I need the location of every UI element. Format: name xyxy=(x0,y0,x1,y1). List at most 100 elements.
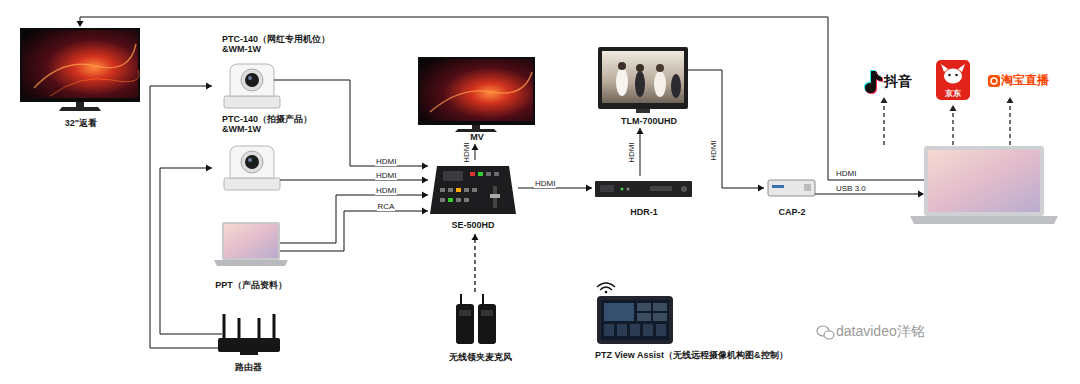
wireless-mic-part xyxy=(460,294,462,305)
device-label: PTC-140（网红专用机位） &WM-1W xyxy=(222,34,338,55)
laptop-stream-part xyxy=(928,150,1040,212)
tablet-ptz-view-assist-part xyxy=(643,324,653,336)
connector-line xyxy=(297,211,428,251)
laptop-ppt-part xyxy=(224,224,278,258)
monitor-32-part xyxy=(76,102,84,107)
platform-name: 抖音 xyxy=(884,73,928,89)
monitor-mv-part xyxy=(430,72,532,112)
device-label: CAP-2 xyxy=(764,207,820,217)
monitor-32 xyxy=(20,28,140,111)
ptz-camera-2-part xyxy=(241,151,263,173)
stream-arrow-part xyxy=(883,102,884,145)
switcher-se500hd-part xyxy=(440,188,445,192)
signal-label: HDMI xyxy=(375,157,397,166)
signal-connector xyxy=(704,70,764,192)
tablet-ptz-view-assist-part xyxy=(617,324,627,336)
platform-logo: 淘宝直播 xyxy=(986,70,1060,92)
recorder: HDR-1 xyxy=(592,176,696,218)
tablet-ptz-view-assist-part xyxy=(604,303,634,321)
wireless-mic: 无线领夹麦克风 xyxy=(436,292,524,364)
arrowhead xyxy=(422,208,428,215)
tablet-app: PTZ View Assist（无线远程摄像机构图&控制） xyxy=(592,278,842,362)
wireless-mic-part xyxy=(459,310,471,316)
monitor-tlm700uhd-part xyxy=(598,47,688,109)
monitor-tlm700uhd-part xyxy=(656,64,664,72)
wireless-mic-part xyxy=(481,310,493,316)
signal-label: HDMI xyxy=(836,169,856,178)
ptz-camera-1 xyxy=(224,64,342,108)
monitor-mv-part xyxy=(455,129,497,132)
platform-name: 京东 xyxy=(936,89,970,98)
recorder-hdr1 xyxy=(595,181,692,197)
router: 路由器 xyxy=(208,306,288,374)
device-label: 无线领夹麦克风 xyxy=(436,352,524,362)
router-part xyxy=(208,348,218,349)
arrowhead xyxy=(586,185,592,192)
arrowhead xyxy=(472,144,479,150)
ptz-camera-1-part xyxy=(241,69,263,91)
connector-line xyxy=(518,188,592,189)
signal-wire xyxy=(77,17,925,198)
capture-cap2-part xyxy=(768,180,815,196)
wechat-icon xyxy=(817,326,834,339)
connector-line xyxy=(342,180,428,181)
arrowhead xyxy=(637,128,644,134)
laptop-stream xyxy=(910,146,1058,224)
field-monitor: TLM-700UHD xyxy=(594,44,704,128)
taobao-live-icon-part xyxy=(988,75,1000,87)
monitor-tlm700uhd-part xyxy=(636,64,644,72)
wireless-mic-part xyxy=(482,294,484,305)
tablet-ptz-view-assist-part xyxy=(597,296,673,344)
connector-line xyxy=(150,86,212,348)
signal-label: HDMI xyxy=(375,186,397,195)
signal-wire-part xyxy=(80,17,924,180)
signal-label: HDMI xyxy=(462,141,471,163)
monitor-tlm700uhd-part xyxy=(688,70,704,71)
jd-icon-part xyxy=(944,69,962,84)
tablet-ptz-view-assist xyxy=(597,283,673,344)
stream-arrow-part xyxy=(1007,97,1014,103)
switcher-se500hd-part xyxy=(448,188,453,192)
jd-icon-part xyxy=(958,64,965,72)
platform-name: 淘宝直播 xyxy=(1001,74,1060,88)
monitor-tlm700uhd-part xyxy=(635,71,645,97)
device-label: 路由器 xyxy=(208,362,288,372)
device-label: 32"返看 xyxy=(20,118,142,128)
router-part xyxy=(258,318,261,339)
laptop-ppt-part xyxy=(280,251,297,252)
signal-connector xyxy=(472,234,479,292)
monitor: 32"返看 xyxy=(18,24,144,130)
laptop-stream-part xyxy=(910,216,1058,224)
monitor-tlm700uhd-part xyxy=(654,71,666,97)
arrowhead xyxy=(472,234,479,240)
jd-icon-part xyxy=(948,74,951,77)
monitor-tlm700uhd-part xyxy=(671,74,681,98)
connector-line xyxy=(160,168,212,334)
arrowhead xyxy=(422,177,428,184)
ptz-camera-1-part xyxy=(224,96,280,108)
tablet-ptz-view-assist-part xyxy=(653,313,667,321)
tablet-ptz-view-assist-part xyxy=(653,303,667,311)
recorder-hdr1-part xyxy=(595,181,692,197)
douyin-icon xyxy=(864,70,883,94)
device-label: SE-500HD xyxy=(428,220,518,230)
switcher-se500hd-part xyxy=(478,172,483,176)
taobao-live-icon xyxy=(988,75,1000,87)
switcher-se500hd-part xyxy=(494,172,499,176)
stream-arrow xyxy=(881,97,1014,145)
device-label: MV xyxy=(414,132,540,142)
switcher-se500hd-part xyxy=(456,198,461,202)
tablet-ptz-view-assist-part xyxy=(597,283,615,287)
connector-line xyxy=(640,128,641,176)
tablet-ptz-view-assist-part xyxy=(601,300,669,340)
laptop: PPT（产品资料） xyxy=(205,218,297,292)
tablet-ptz-view-assist-part xyxy=(605,291,608,294)
ptz-camera-2 xyxy=(224,146,342,190)
ptz-camera-2-part xyxy=(245,155,259,169)
ptz-camera: PTC-140（拍摄产品） &WM-1W xyxy=(212,112,342,194)
router-part xyxy=(238,318,241,339)
switcher-se500hd-part xyxy=(464,198,469,202)
router-part xyxy=(273,314,276,339)
switcher-se500hd-part xyxy=(456,188,461,192)
monitor-32-part xyxy=(20,28,140,102)
